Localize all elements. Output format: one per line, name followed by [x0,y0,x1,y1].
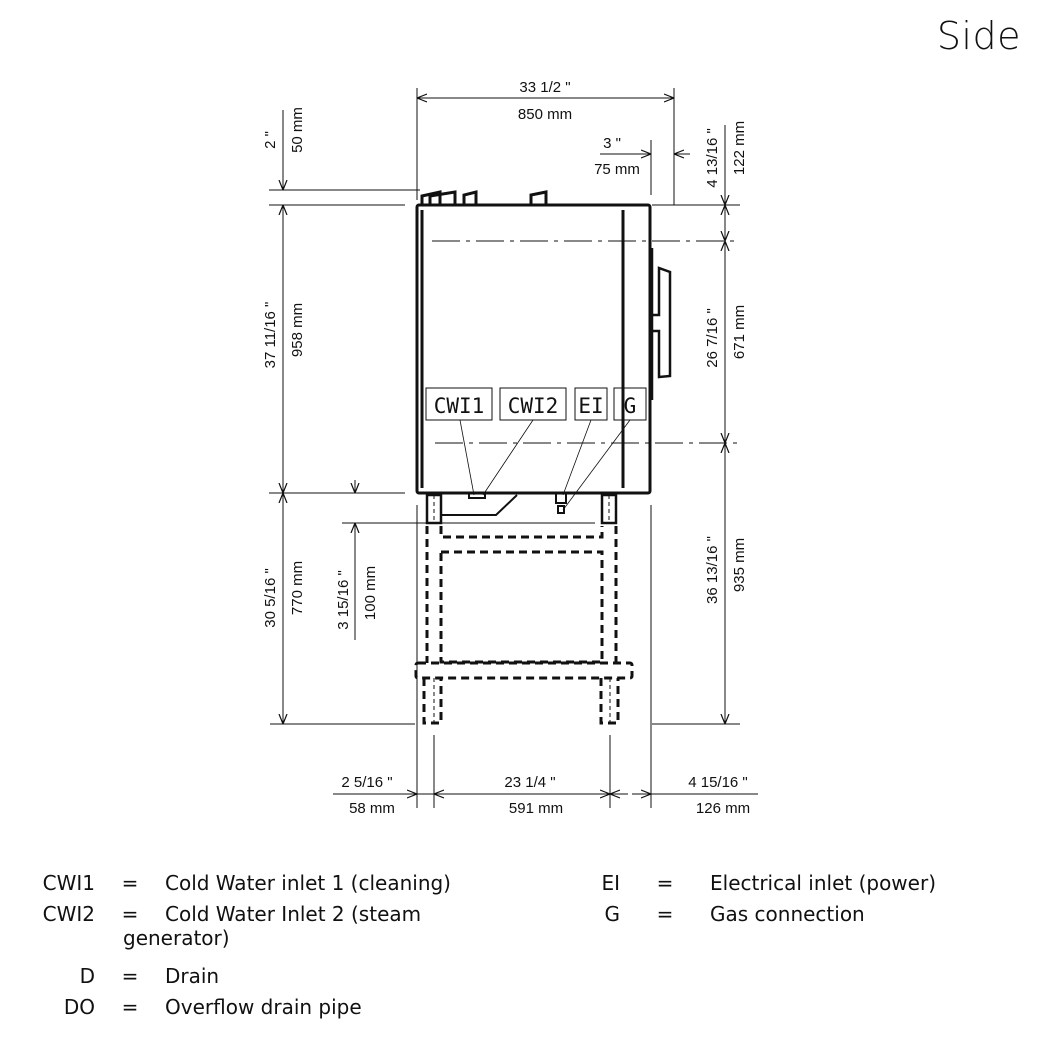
callout-ei: EI [578,394,603,418]
callout-g: G [624,394,637,418]
legend-code: EI [601,871,620,895]
dim-front-leg-offset-metric: 58 mm [349,800,395,817]
dim-stand-height-metric: 770 mm [289,561,306,615]
dim-axis-spacing-metric: 671 mm [731,305,748,359]
dim-overall-width-metric: 850 mm [518,106,572,123]
side-view-drawing: 33 1/2 " 850 mm 3 " 75 mm 2 5/16 " 58 mm… [262,79,758,817]
legend-item-d: D = Drain [0,964,505,995]
legend-equals: = [121,995,139,1019]
dim-body-height-imperial: 37 11/16 " [262,302,279,369]
dim-top-to-axis-imperial: 4 13/16 " [704,128,721,188]
legend-desc: Electrical inlet (power) [710,871,936,895]
dimension-lines [283,98,758,794]
legend-right: EI = Electrical inlet (power) G = Gas co… [582,871,1041,933]
legend-item-cwi2: CWI2 = Cold Water Inlet 2 (steam generat… [0,902,505,964]
legend-code: G [604,902,621,926]
dim-rear-offset-metric: 75 mm [594,161,640,178]
legend-item-cwi1: CWI1 = Cold Water inlet 1 (cleaning) [0,871,505,902]
axis-lines [269,189,740,725]
legend-code: CWI2 [42,902,95,926]
dim-body-height-metric: 958 mm [289,303,306,357]
callouts [425,387,647,511]
legend-item-do: DO = Overflow drain pipe [0,995,505,1026]
legend-desc: Overflow drain pipe [165,995,362,1019]
door-handle [650,248,672,400]
appliance-body [415,190,672,495]
view-title: Side [936,14,1021,58]
dim-top-connectors-metric: 50 mm [289,107,306,153]
top-connectors [420,190,548,205]
dim-leg-spacing-imperial: 23 1/4 " [504,774,555,791]
dim-leg-spacing-metric: 591 mm [509,800,563,817]
legend-code: CWI1 [42,871,95,895]
legend-desc: Gas connection [710,902,865,926]
legend-desc-line1: Cold Water Inlet 2 (steam [165,902,422,926]
dim-top-connectors-imperial: 2 " [262,131,279,149]
dim-rear-leg-offset-metric: 126 mm [696,800,750,817]
dim-lower-axis-metric: 935 mm [731,538,748,592]
legend-left: CWI1 = Cold Water inlet 1 (cleaning) CWI… [0,871,505,1026]
dim-rear-offset-imperial: 3 " [603,135,621,152]
dim-foot-height-imperial: 3 15/16 " [335,570,352,630]
callout-cwi1: CWI1 [434,394,485,418]
dim-overall-width-imperial: 33 1/2 " [519,79,570,96]
dim-front-leg-offset-imperial: 2 5/16 " [341,774,392,791]
legend-desc-line2: generator) [123,926,230,950]
legend-equals: = [121,964,139,988]
dim-axis-spacing-imperial: 26 7/16 " [704,308,721,368]
dim-lower-axis-imperial: 36 13/16 " [704,536,721,604]
stand [414,492,634,725]
legend-item-g: G = Gas connection [582,902,1041,933]
legend-equals: = [656,902,674,926]
dim-top-to-axis-metric: 122 mm [731,121,748,175]
legend-desc: Cold Water inlet 1 (cleaning) [165,871,451,895]
legend-item-ei: EI = Electrical inlet (power) [582,871,1041,902]
callout-cwi2: CWI2 [508,394,559,418]
legend-code: DO [63,995,95,1019]
legend-equals: = [656,871,674,895]
legend-desc: Drain [165,964,220,988]
dim-rear-leg-offset-imperial: 4 15/16 " [688,774,748,791]
legend-code: D [79,964,95,988]
legend-equals: = [121,902,139,926]
dim-foot-height-metric: 100 mm [362,566,379,620]
dim-stand-height-imperial: 30 5/16 " [262,568,279,628]
legend-desc: Cold Water Inlet 2 (steam generator) [123,902,505,950]
legend-equals: = [121,871,139,895]
